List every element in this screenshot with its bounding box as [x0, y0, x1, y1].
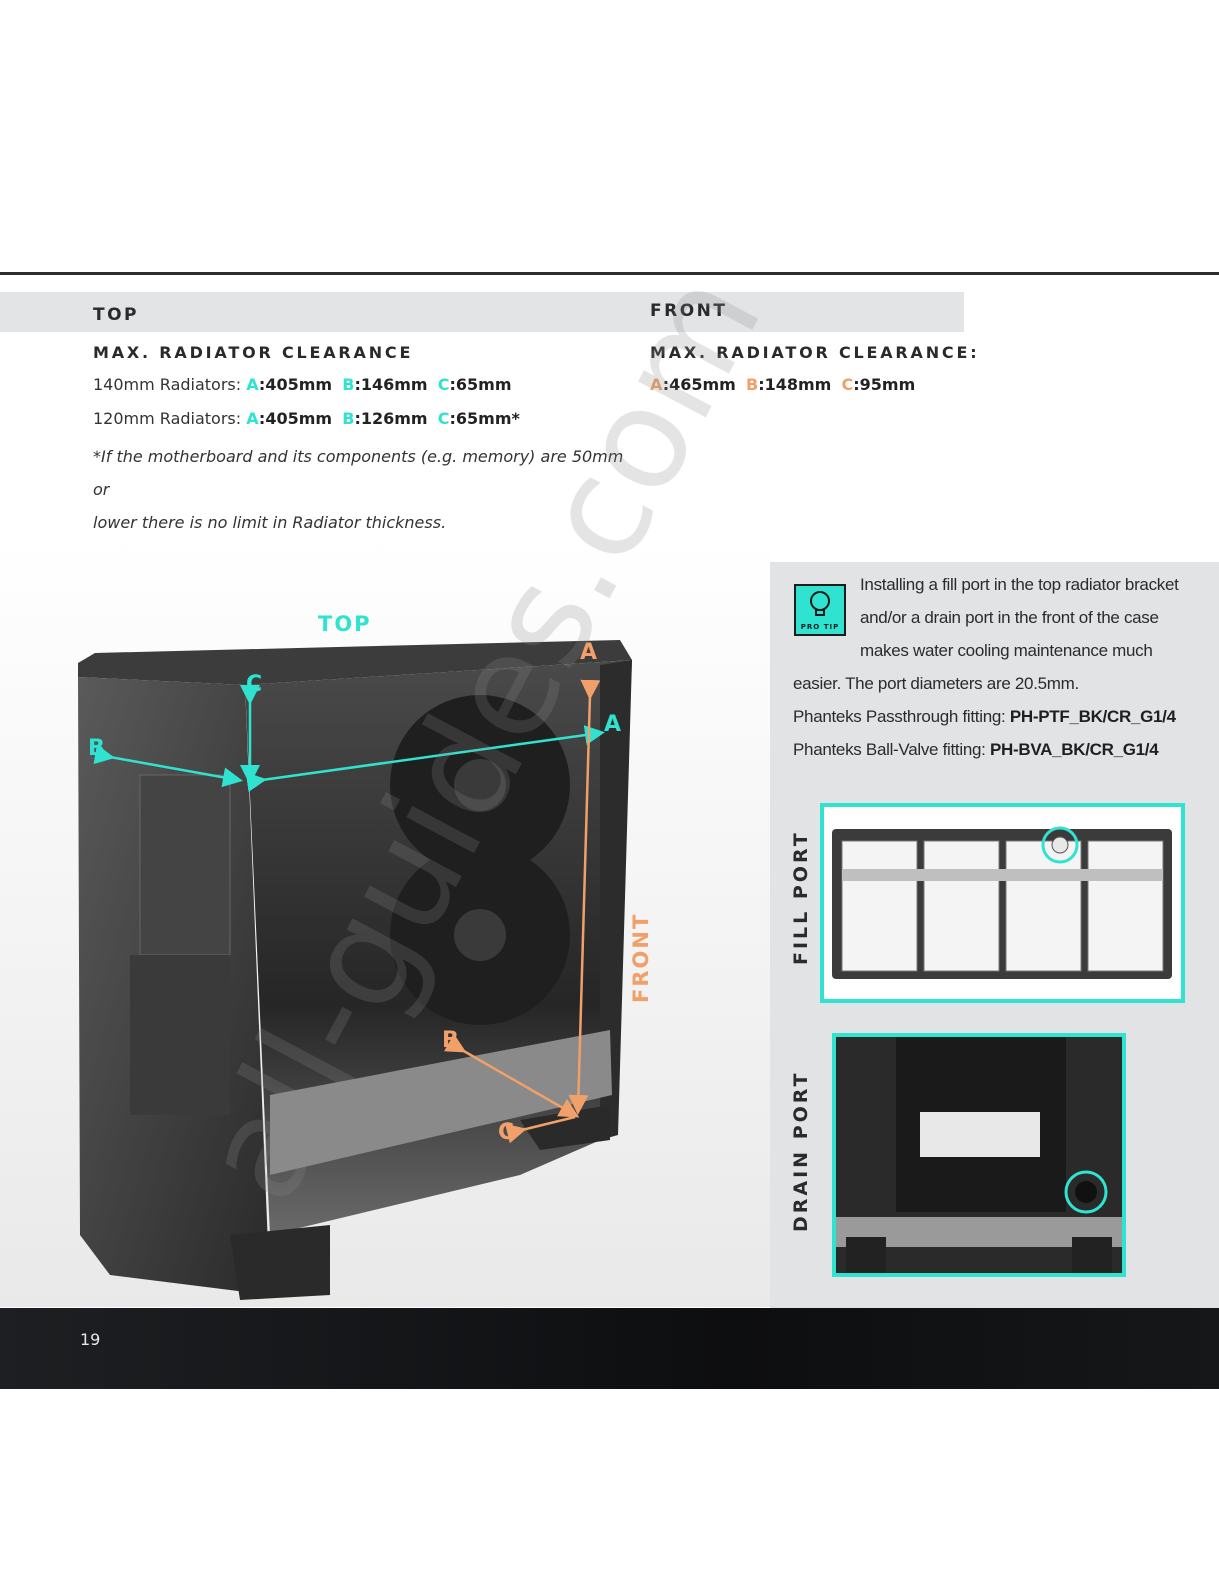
value-b: :126mm	[354, 409, 428, 428]
value-a: :465mm	[662, 375, 736, 394]
key-a: A	[650, 375, 663, 394]
passthrough-label: Phanteks Passthrough fitting:	[793, 707, 1010, 726]
passthrough-code: PH-PTF_BK/CR_G1/4	[1009, 707, 1176, 726]
key-b: B	[746, 375, 759, 394]
lightbulb-icon: PRO TIP	[794, 584, 846, 636]
marker-top-c: C	[246, 672, 262, 697]
case-front-illustration	[836, 1037, 1122, 1273]
radiator-bracket-illustration	[832, 826, 1172, 979]
footnote: *If the motherboard and its components (…	[93, 440, 633, 539]
value-b: :148mm	[758, 375, 832, 394]
header-band	[0, 292, 964, 332]
marker-front-b: B	[442, 1028, 459, 1053]
fill-port-label: FILL PORT	[790, 830, 812, 965]
value-a: :405mm	[258, 375, 333, 394]
key-c: C	[841, 375, 854, 394]
top-subheading: MAX. RADIATOR CLEARANCE	[93, 343, 414, 362]
tip-line-2: and/or a drain port in the front of the …	[860, 608, 1159, 627]
key-c: C	[437, 375, 450, 394]
page-number: 19	[80, 1330, 101, 1349]
diagram-front-label: FRONT	[629, 913, 653, 1003]
tip-line-4: easier. The port diameters are 20.5mm.	[793, 674, 1079, 693]
top-row-140: 140mm Radiators: A:405mm B:146mm C:65mm	[93, 375, 512, 394]
tip-ballvalve: Phanteks Ball-Valve fitting: PH-BVA_BK/C…	[793, 740, 1159, 760]
value-c: :95mm	[853, 375, 916, 394]
top-rule	[0, 272, 1219, 275]
value-a: :405mm	[258, 409, 333, 428]
value-c: :65mm	[449, 375, 512, 394]
case-photo: TOP C B A FRONT A B C	[0, 535, 770, 1307]
front-row: A:465mm B:148mm C:95mm	[650, 375, 915, 394]
tip-line-3: makes water cooling maintenance much	[860, 641, 1153, 660]
ballvalve-label: Phanteks Ball-Valve fitting:	[793, 740, 990, 759]
front-subheading: MAX. RADIATOR CLEARANCE:	[650, 343, 980, 362]
marker-top-a: A	[604, 712, 621, 737]
case-top-panel	[78, 640, 632, 685]
marker-front-c: C	[498, 1120, 514, 1145]
marker-top-b: B	[88, 736, 105, 761]
tip-line-1: Installing a fill port in the top radiat…	[860, 575, 1179, 594]
diagram-top-label: TOP	[318, 612, 372, 636]
top-row-120: 120mm Radiators: A:405mm B:126mm C:65mm*	[93, 409, 520, 428]
footnote-line-2: lower there is no limit in Radiator thic…	[93, 513, 447, 532]
row-label: 120mm Radiators:	[93, 409, 247, 428]
key-c: C	[437, 409, 450, 428]
value-b: :146mm	[354, 375, 428, 394]
fill-port-image	[820, 803, 1185, 1003]
value-c: :65mm*	[449, 409, 520, 428]
key-a: A	[246, 375, 259, 394]
bulb-glyph	[810, 591, 830, 616]
key-b: B	[342, 375, 355, 394]
pro-tip-badge: PRO TIP	[800, 623, 840, 631]
tip-passthrough: Phanteks Passthrough fitting: PH-PTF_BK/…	[793, 707, 1176, 727]
row-label: 140mm Radiators:	[93, 375, 247, 394]
marker-front-a1: A	[580, 640, 597, 665]
top-heading: TOP	[93, 305, 140, 325]
key-a: A	[246, 409, 259, 428]
page-footer	[0, 1308, 1219, 1389]
drain-port-image	[832, 1033, 1126, 1277]
front-heading: FRONT	[650, 301, 728, 321]
case-front-edge	[600, 660, 632, 1140]
ballvalve-code: PH-BVA_BK/CR_G1/4	[989, 740, 1159, 759]
footnote-line-1: *If the motherboard and its components (…	[93, 447, 624, 499]
key-b: B	[342, 409, 355, 428]
drain-port-label: DRAIN PORT	[790, 1070, 812, 1232]
